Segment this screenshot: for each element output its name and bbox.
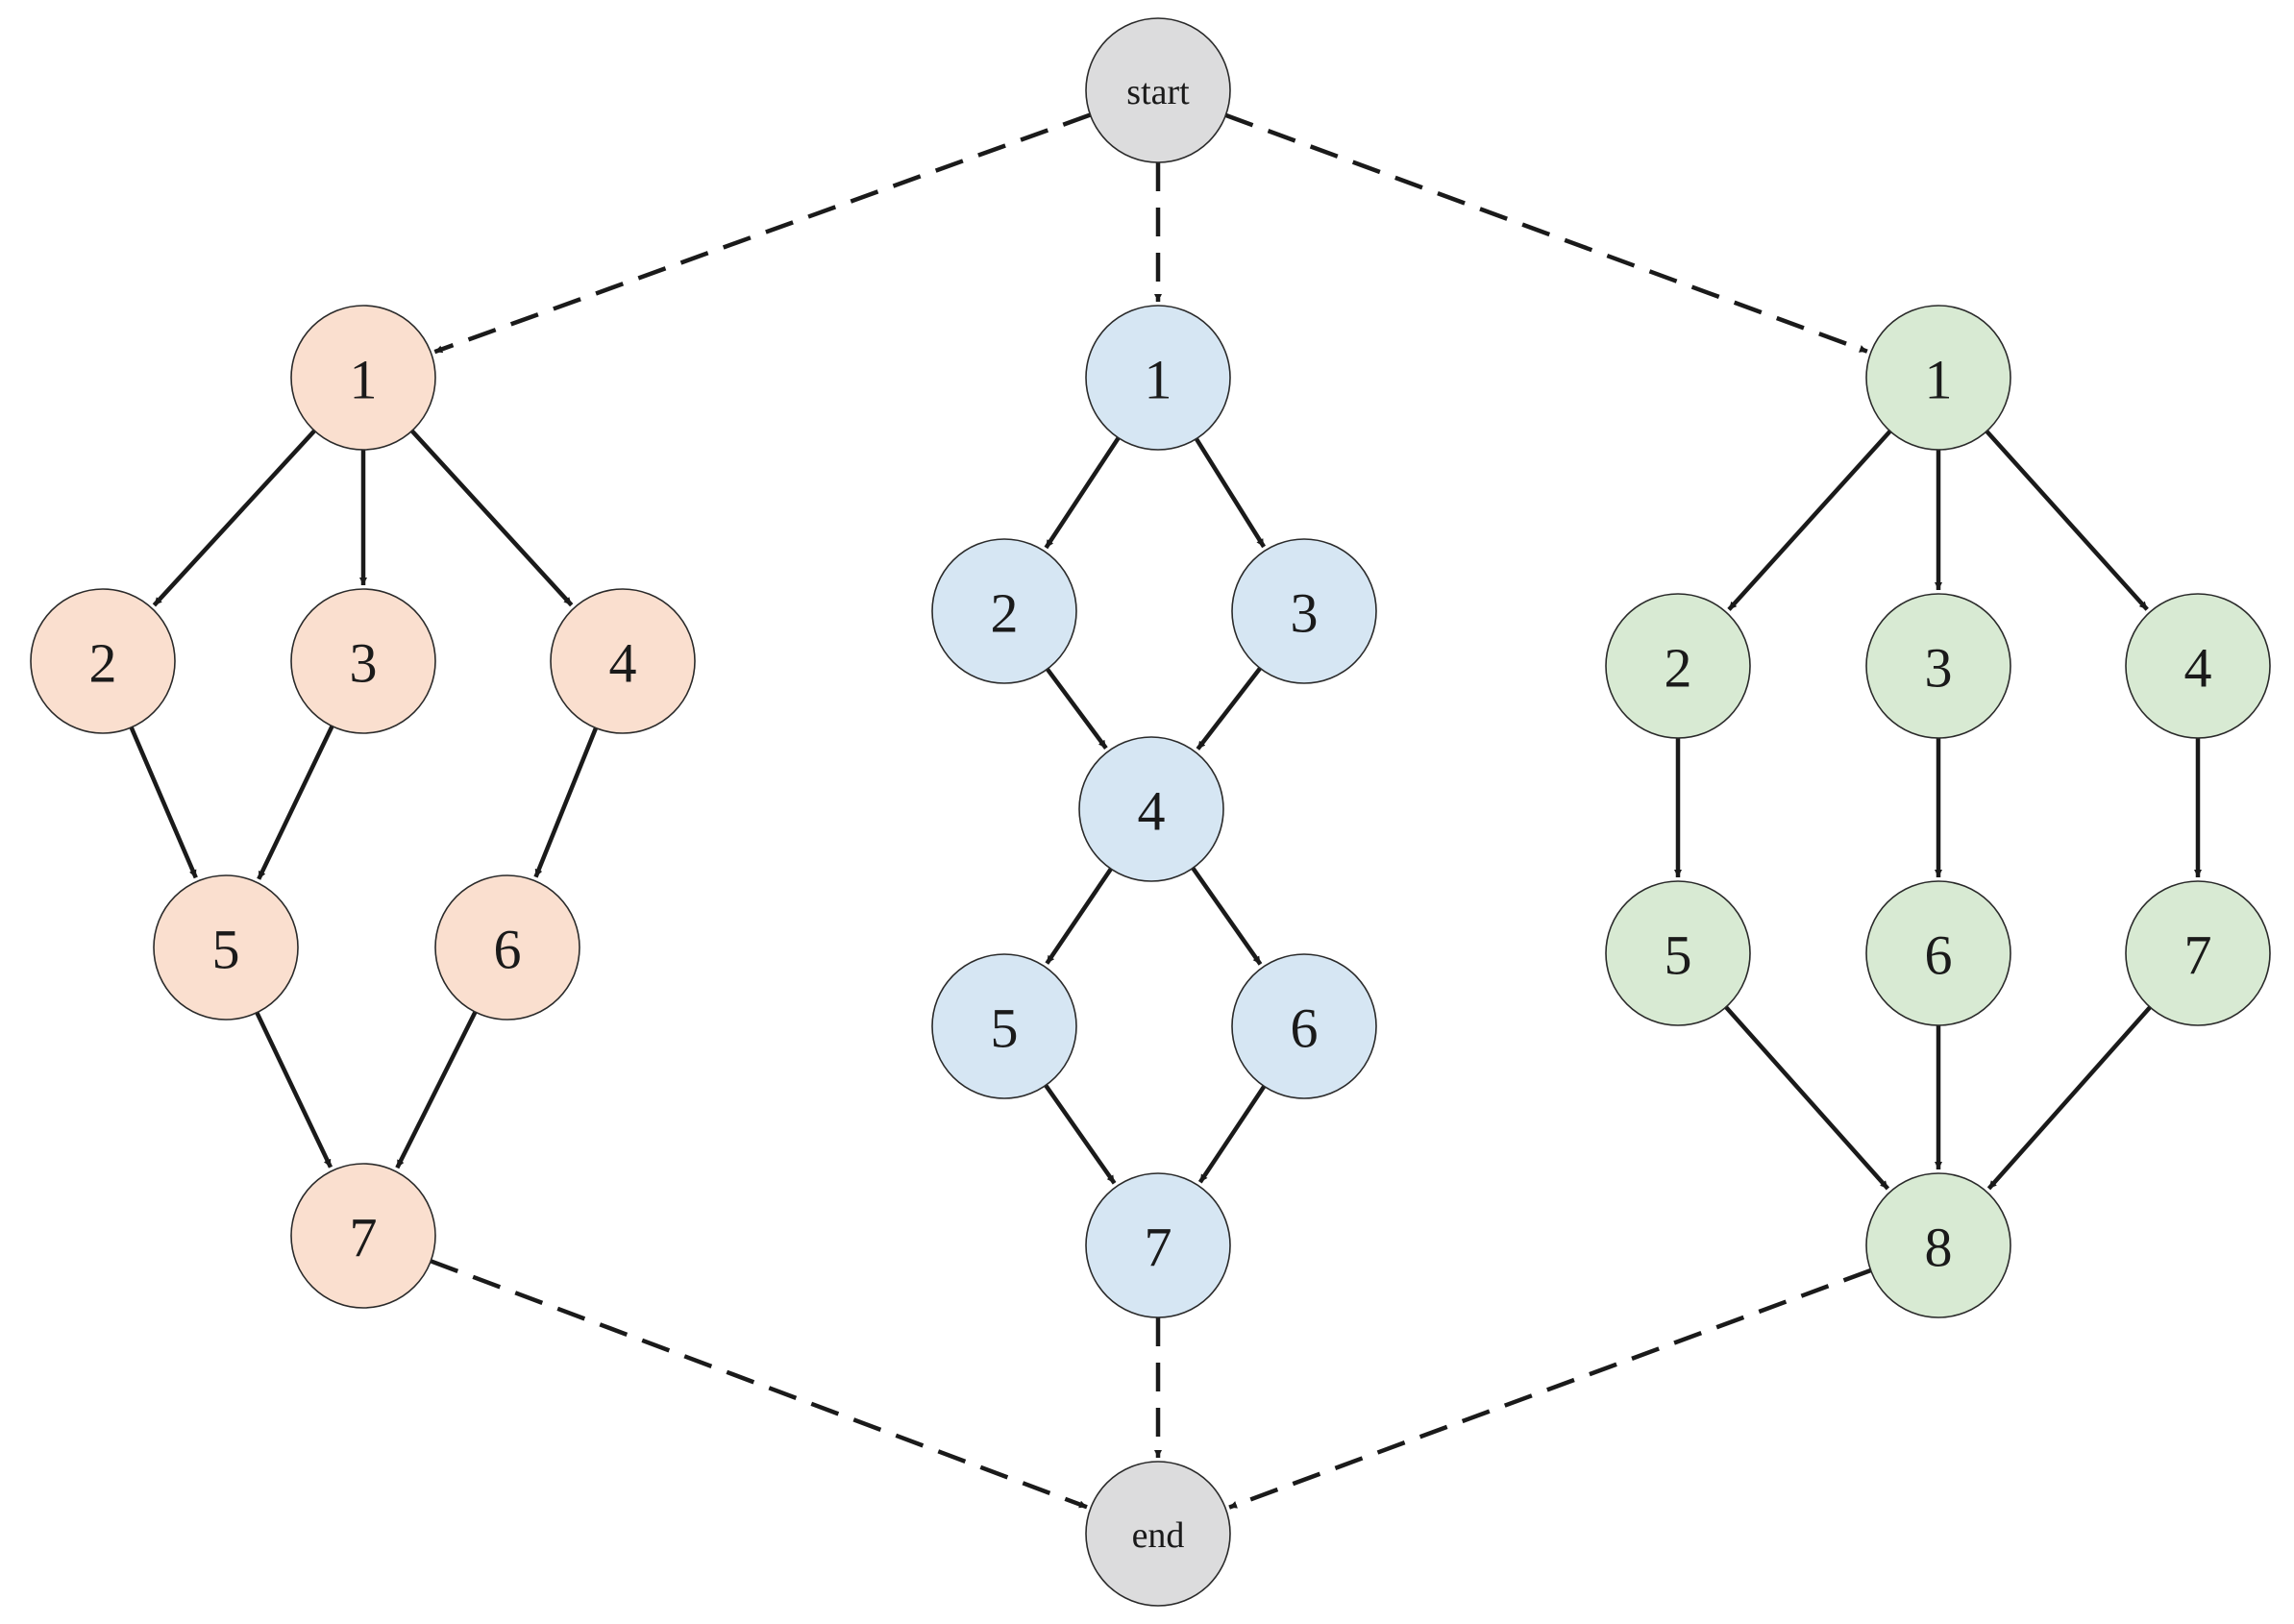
- blue-node-7: 7: [1085, 1172, 1231, 1318]
- end-node-label: end: [1132, 1515, 1185, 1556]
- green-node-1-label: 1: [1925, 349, 1953, 411]
- blue-node-4-label: 4: [1138, 780, 1166, 843]
- orange-node-3-circle: [290, 588, 436, 734]
- orange-node-2: 2: [30, 588, 176, 734]
- orange-node-7: 7: [290, 1163, 436, 1309]
- edge-start-to-orange-1: [433, 112, 1092, 355]
- green-node-2: 2: [1605, 593, 1751, 739]
- green-node-1: 1: [1865, 305, 2011, 451]
- orange-node-3: 3: [290, 588, 436, 734]
- green-node-8-label: 8: [1925, 1217, 1953, 1279]
- orange-node-5: 5: [153, 874, 299, 1021]
- edge-start-to-green-1: [1224, 112, 1868, 354]
- green-node-5-circle: [1605, 880, 1751, 1026]
- blue-node-1: 1: [1085, 305, 1231, 451]
- edges-layer: [129, 112, 2202, 1510]
- orange-node-4: 4: [550, 588, 696, 734]
- blue-node-6-label: 6: [1291, 997, 1319, 1060]
- edge-blue-5-to-7: [1044, 1084, 1117, 1185]
- blue-node-3: 3: [1231, 538, 1377, 684]
- green-node-7: 7: [2125, 880, 2271, 1026]
- blue-node-3-circle: [1231, 538, 1377, 684]
- blue-node-2-label: 2: [991, 582, 1019, 645]
- end-node: end: [1085, 1461, 1231, 1607]
- blue-node-4: 4: [1078, 736, 1224, 882]
- blue-node-3-label: 3: [1291, 582, 1319, 645]
- orange-node-5-circle: [153, 874, 299, 1021]
- orange-node-1-label: 1: [350, 349, 378, 411]
- blue-node-7-label: 7: [1145, 1217, 1172, 1279]
- blue-node-4-circle: [1078, 736, 1224, 882]
- edge-blue-3-to-4: [1196, 667, 1262, 750]
- orange-node-3-label: 3: [350, 632, 378, 695]
- blue-node-6-circle: [1231, 953, 1377, 1099]
- blue-node-7-circle: [1085, 1172, 1231, 1318]
- green-node-3: 3: [1865, 593, 2011, 739]
- green-node-3-circle: [1865, 593, 2011, 739]
- blue-node-1-label: 1: [1145, 349, 1172, 411]
- edge-orange-2-to-5: [129, 726, 198, 879]
- start-node-label: start: [1126, 72, 1190, 112]
- orange-node-2-circle: [30, 588, 176, 734]
- green-node-6-label: 6: [1925, 924, 1953, 987]
- edge-green-1-to-4: [1985, 430, 2149, 611]
- green-node-8: 8: [1865, 1172, 2011, 1318]
- edge-orange-6-to-7: [395, 1011, 478, 1169]
- blue-node-2-circle: [931, 538, 1077, 684]
- edge-orange-3-to-5: [257, 725, 334, 880]
- edge-orange-5-to-7: [255, 1011, 333, 1169]
- green-node-6: 6: [1865, 880, 2011, 1026]
- green-node-4-circle: [2125, 593, 2271, 739]
- orange-node-5-label: 5: [212, 919, 240, 981]
- orange-node-6-label: 6: [494, 919, 522, 981]
- blue-node-5-circle: [931, 953, 1077, 1099]
- green-node-4-label: 4: [2184, 637, 2212, 700]
- orange-node-1-circle: [290, 305, 436, 451]
- orange-node-7-circle: [290, 1163, 436, 1309]
- green-node-8-circle: [1865, 1172, 2011, 1318]
- edge-orange-7-to-end: [430, 1259, 1088, 1510]
- green-node-2-circle: [1605, 593, 1751, 739]
- edge-blue-2-to-4: [1045, 667, 1108, 750]
- end-node-circle: [1085, 1461, 1231, 1607]
- edge-green-1-to-2: [1727, 430, 1892, 611]
- blue-node-6: 6: [1231, 953, 1377, 1099]
- edge-green-7-to-8: [1986, 1005, 2152, 1191]
- green-node-6-circle: [1865, 880, 2011, 1026]
- green-node-5: 5: [1605, 880, 1751, 1026]
- edge-green-8-to-end: [1228, 1267, 1872, 1510]
- green-node-7-label: 7: [2184, 924, 2212, 987]
- green-node-3-label: 3: [1925, 637, 1953, 700]
- edge-blue-1-to-3: [1194, 437, 1267, 549]
- orange-node-4-label: 4: [609, 632, 637, 695]
- green-node-7-circle: [2125, 880, 2271, 1026]
- edge-blue-4-to-6: [1191, 867, 1263, 966]
- orange-node-2-label: 2: [89, 632, 117, 695]
- orange-node-6: 6: [434, 874, 580, 1021]
- orange-node-6-circle: [434, 874, 580, 1021]
- edge-blue-4-to-5: [1045, 867, 1113, 965]
- blue-node-1-circle: [1085, 305, 1231, 451]
- edge-orange-1-to-2: [152, 429, 316, 607]
- edge-orange-1-to-4: [409, 429, 574, 607]
- nodes-layer: start end 1 2 3 4 5 6 7 1 2 3 4 5 6 7 1 2 3 4 5 6 7 8: [30, 17, 2271, 1607]
- orange-node-1: 1: [290, 305, 436, 451]
- green-node-2-label: 2: [1665, 637, 1692, 700]
- start-node: start: [1085, 17, 1231, 163]
- green-node-5-label: 5: [1665, 924, 1692, 987]
- edge-blue-1-to-2: [1044, 436, 1121, 550]
- start-node-circle: [1085, 17, 1231, 163]
- edge-orange-4-to-6: [533, 726, 599, 878]
- edge-blue-6-to-7: [1197, 1085, 1267, 1184]
- edge-green-5-to-8: [1724, 1005, 1890, 1191]
- orange-node-4-circle: [550, 588, 696, 734]
- green-node-1-circle: [1865, 305, 2011, 451]
- blue-node-5-label: 5: [991, 997, 1019, 1060]
- orange-node-7-label: 7: [350, 1207, 378, 1269]
- blue-node-2: 2: [931, 538, 1077, 684]
- green-node-4: 4: [2125, 593, 2271, 739]
- blue-node-5: 5: [931, 953, 1077, 1099]
